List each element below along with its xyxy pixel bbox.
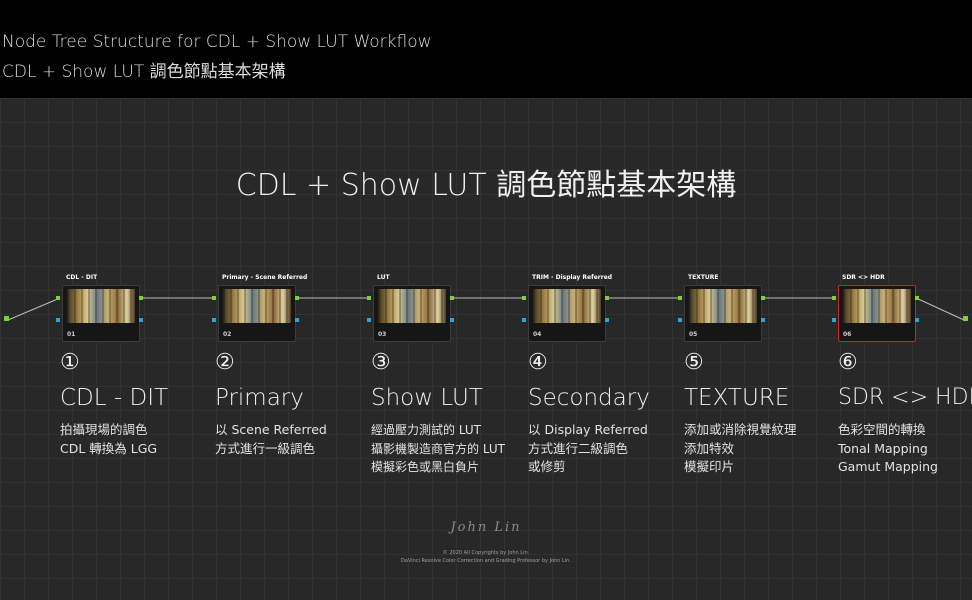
node-thumbnail bbox=[378, 289, 446, 323]
stage-4-line-3: 或修剪 bbox=[528, 459, 566, 474]
input-port[interactable] bbox=[4, 316, 9, 321]
node-03-input-blue[interactable] bbox=[367, 318, 371, 322]
node-06[interactable]: SDR <> HDR 06 bbox=[838, 274, 916, 342]
signature: John Lin bbox=[450, 520, 522, 535]
stage-4-title: Secondary bbox=[528, 385, 650, 411]
node-01-output-green[interactable] bbox=[139, 296, 143, 300]
stage-3-title: Show LUT bbox=[371, 385, 483, 411]
stage-4-line-2: 方式進行二級調色 bbox=[528, 440, 629, 456]
node-graph-canvas bbox=[0, 98, 972, 600]
stage-6-line-3: Gamut Mapping bbox=[838, 459, 938, 474]
stage-5-number: ⑤ bbox=[684, 350, 704, 375]
node-01-input-blue[interactable] bbox=[56, 318, 60, 322]
node-label: TEXTURE bbox=[688, 274, 719, 281]
node-02-input-blue[interactable] bbox=[212, 318, 216, 322]
node-number: 06 bbox=[843, 331, 852, 338]
node-05-output-green[interactable] bbox=[761, 296, 765, 300]
node-01[interactable]: CDL - DIT 01 bbox=[62, 274, 140, 342]
stage-3-line-1: 經過壓力測試的 LUT bbox=[371, 423, 482, 437]
stage-6-line-1: 色彩空間的轉換 bbox=[838, 422, 926, 437]
node-number: 01 bbox=[67, 331, 76, 338]
node-04-input-blue[interactable] bbox=[522, 318, 526, 322]
stage-2-line-1: 以 Scene Referred bbox=[215, 422, 327, 437]
stage-2-description: 以 Scene Referred 方式進行一級調色 bbox=[215, 421, 327, 458]
stage-3-line-3: 模擬彩色或黑白負片 bbox=[371, 460, 480, 474]
stage-5-line-3: 模擬印片 bbox=[684, 459, 735, 474]
node-02[interactable]: Primary - Scene Referred 02 bbox=[218, 274, 307, 342]
stage-2-title: Primary bbox=[215, 385, 304, 411]
node-05[interactable]: TEXTURE 05 bbox=[684, 274, 762, 342]
credit-text: DaVinci Resolve Color Correction and Gra… bbox=[401, 558, 571, 564]
node-label: Primary - Scene Referred bbox=[222, 274, 308, 281]
node-label: CDL - DIT bbox=[66, 274, 98, 281]
node-thumbnail bbox=[533, 289, 601, 323]
stage-5-line-1: 添加或消除視覺紋理 bbox=[684, 422, 797, 437]
stage-4-description: 以 Display Referred 方式進行二級調色 或修剪 bbox=[528, 421, 648, 477]
node-thumbnail bbox=[223, 289, 291, 323]
stage-5-line-2: 添加特效 bbox=[684, 440, 735, 456]
header-title-zh: CDL + Show LUT 調色節點基本架構 bbox=[2, 62, 286, 82]
stage-5-title: TEXTURE bbox=[684, 385, 790, 411]
header-title-en: Node Tree Structure for CDL + Show LUT W… bbox=[2, 32, 432, 52]
stage-4-line-1: 以 Display Referred bbox=[528, 422, 648, 437]
stage-3-number: ③ bbox=[371, 350, 391, 375]
stage-1-line-2: CDL 轉換為 LGG bbox=[60, 440, 158, 456]
stage-6-number: ⑥ bbox=[838, 350, 858, 375]
stage-2-line-2: 方式進行一級調色 bbox=[215, 440, 316, 456]
stage-3-line-2: 攝影機製造商官方的 LUT bbox=[371, 441, 506, 456]
node-02-output-green[interactable] bbox=[295, 296, 299, 300]
stage-2-number: ② bbox=[215, 350, 235, 375]
node-06-output-green[interactable] bbox=[915, 296, 919, 300]
node-04[interactable]: TRIM - Display Referred 04 bbox=[528, 274, 612, 342]
node-06-output-blue[interactable] bbox=[915, 318, 919, 322]
node-05-output-blue[interactable] bbox=[761, 318, 765, 322]
node-02-input-green[interactable] bbox=[212, 296, 216, 300]
node-01-input-green[interactable] bbox=[56, 296, 60, 300]
node-number: 02 bbox=[223, 331, 232, 338]
stage-1-number: ① bbox=[60, 350, 80, 375]
node-06-input-green[interactable] bbox=[832, 296, 836, 300]
header-bar: Node Tree Structure for CDL + Show LUT W… bbox=[0, 0, 972, 98]
stage-4-number: ④ bbox=[528, 350, 548, 375]
node-04-output-blue[interactable] bbox=[605, 318, 609, 322]
copyright-text: © 2020 All Copyrights by John Lin. bbox=[442, 550, 530, 556]
stage-6-description: 色彩空間的轉換 Tonal Mapping Gamut Mapping bbox=[838, 421, 938, 477]
node-label: LUT bbox=[377, 274, 390, 281]
node-thumbnail bbox=[67, 289, 135, 323]
stage-6-title: SDR <> HDR bbox=[838, 385, 972, 410]
stage-5-description: 添加或消除視覺紋理 添加特效 模擬印片 bbox=[684, 421, 797, 477]
node-thumbnail bbox=[689, 289, 757, 323]
stage-1-title: CDL - DIT bbox=[60, 385, 169, 411]
node-06-input-blue[interactable] bbox=[832, 318, 836, 322]
node-label: SDR <> HDR bbox=[842, 274, 885, 281]
node-05-input-blue[interactable] bbox=[678, 318, 682, 322]
node-03-input-green[interactable] bbox=[367, 296, 371, 300]
node-03-output-blue[interactable] bbox=[450, 318, 454, 322]
node-04-input-green[interactable] bbox=[522, 296, 526, 300]
node-05-input-green[interactable] bbox=[678, 296, 682, 300]
stage-6-line-2: Tonal Mapping bbox=[838, 440, 928, 456]
node-number: 03 bbox=[378, 331, 387, 338]
node-01-output-blue[interactable] bbox=[139, 318, 143, 322]
stage-3-description: 經過壓力測試的 LUT 攝影機製造商官方的 LUT 模擬彩色或黑白負片 bbox=[371, 421, 505, 477]
node-thumbnail bbox=[843, 289, 911, 323]
main-title: CDL + Show LUT 調色節點基本架構 bbox=[235, 168, 737, 203]
stage-1-description: 拍攝現場的調色 CDL 轉換為 LGG bbox=[60, 421, 157, 458]
node-03[interactable]: LUT 03 bbox=[373, 274, 451, 342]
node-04-output-green[interactable] bbox=[605, 296, 609, 300]
output-port[interactable] bbox=[963, 316, 968, 321]
node-02-output-blue[interactable] bbox=[295, 318, 299, 322]
node-03-output-green[interactable] bbox=[450, 296, 454, 300]
node-label: TRIM - Display Referred bbox=[532, 274, 613, 281]
node-number: 04 bbox=[533, 331, 542, 338]
node-number: 05 bbox=[689, 331, 698, 338]
stage-1-line-1: 拍攝現場的調色 bbox=[60, 422, 148, 437]
